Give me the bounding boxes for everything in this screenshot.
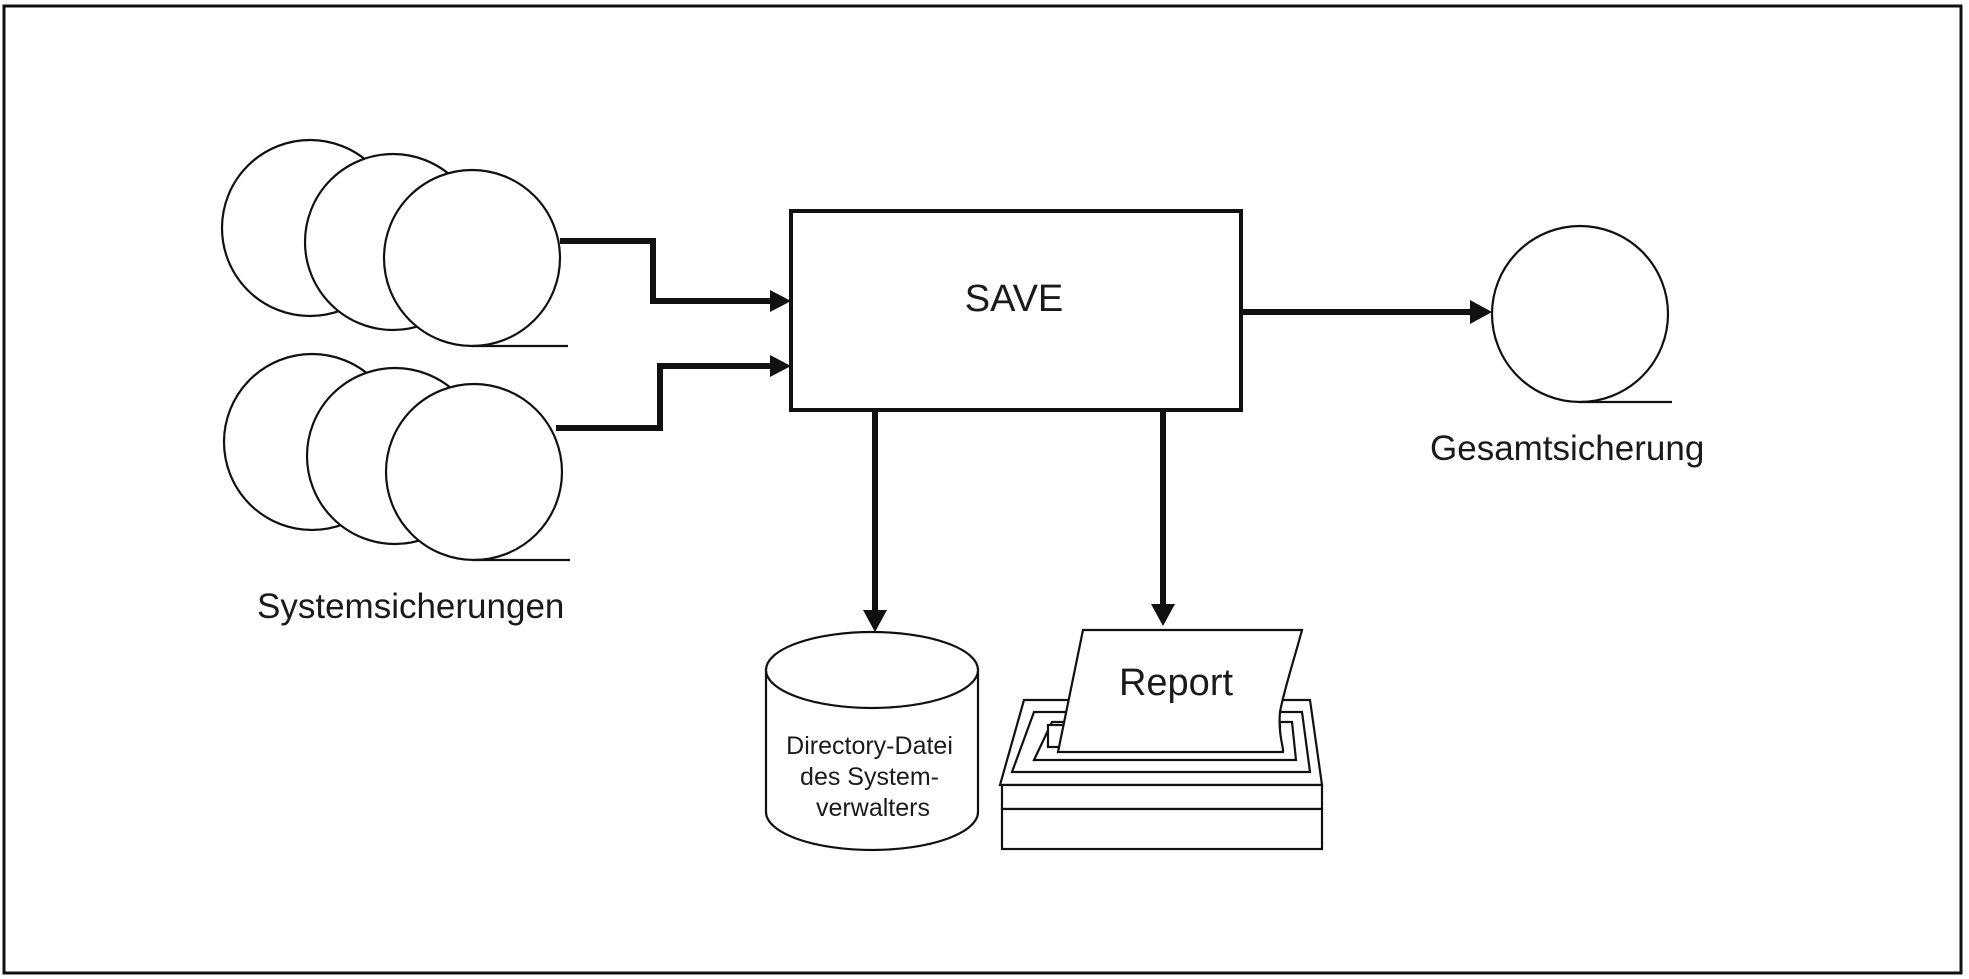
arrow-save-to-report [1151,410,1175,626]
directory-file-label-line-3: verwalters [816,794,930,822]
directory-file-label-line-2: des System- [800,763,939,791]
system-backups-label: Systemsicherungen [257,587,564,626]
tape-reel-icon [384,382,570,562]
directory-file-label-line-1: Directory-Datei [786,732,953,760]
directory-file-cylinder-icon [764,630,980,852]
save-process-box: SAVE [789,209,1243,412]
report-label: Report [1119,662,1233,704]
arrow-lower-to-save [556,355,791,431]
diagram-frame [2,4,1963,975]
tape-group-lower [222,352,570,562]
arrow-save-to-directory [863,410,887,632]
arrow-upper-to-save [560,238,791,312]
full-backup-tape-icon [1490,224,1672,404]
save-process-label: SAVE [965,278,1064,320]
tape-reel-icon [382,168,568,348]
report-paper-icon [1056,628,1304,754]
tape-group-upper [220,138,568,348]
directory-file-label: Directory-Datei des System- verwalters [786,732,960,822]
full-backup-label: Gesamtsicherung [1430,429,1704,468]
arrow-save-to-full-backup [1241,300,1492,324]
printer-icon [998,628,1324,851]
